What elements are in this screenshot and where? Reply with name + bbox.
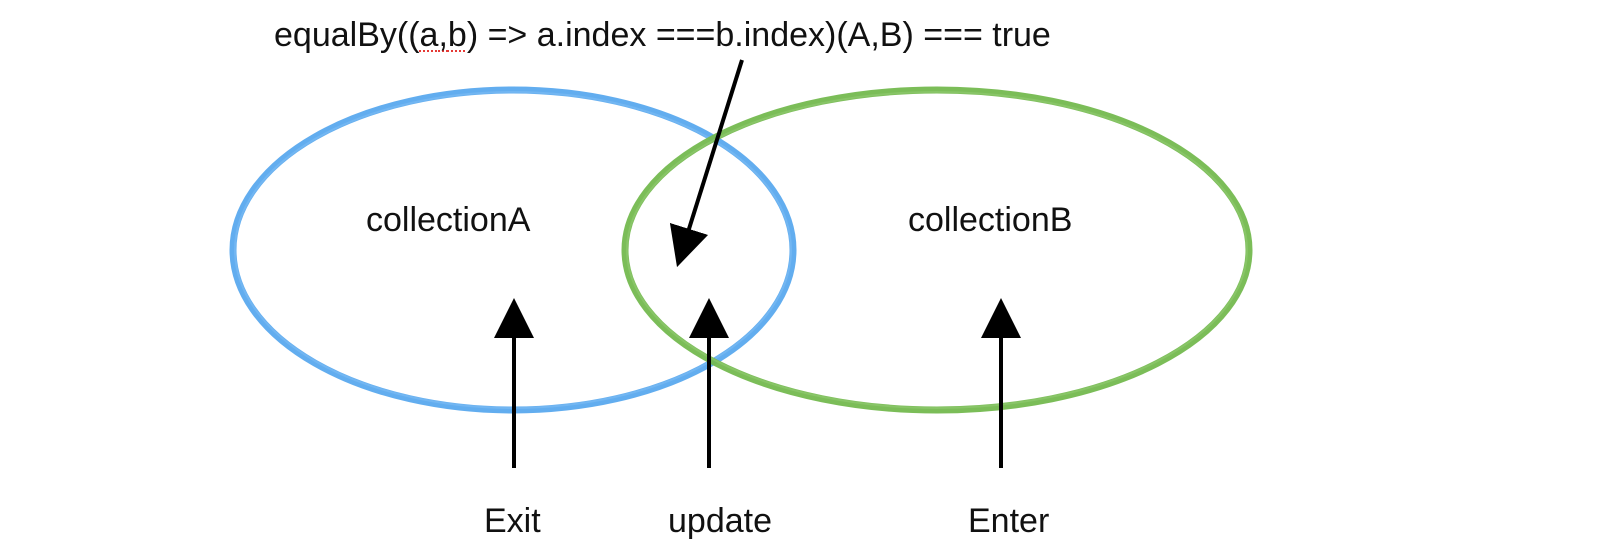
collection-b-label: collectionB	[908, 201, 1073, 239]
formula-arg-a: a	[419, 16, 439, 54]
formula-arg-b: b	[447, 16, 467, 54]
formula-suffix: ) => a.index ===b.index)(A,B) === true	[466, 16, 1051, 54]
equalby-formula: equalBy((a,b) => a.index ===b.index)(A,B…	[274, 18, 1051, 52]
exit-label: Exit	[484, 502, 541, 540]
update-label: update	[668, 502, 772, 540]
collection-b-ellipse	[621, 86, 1253, 414]
formula-pointer-arrow	[669, 59, 744, 268]
enter-label: Enter	[968, 502, 1050, 540]
formula-comma: ,	[438, 16, 448, 54]
collection-a-label: collectionA	[366, 201, 531, 239]
formula-prefix: equalBy((	[274, 16, 420, 54]
